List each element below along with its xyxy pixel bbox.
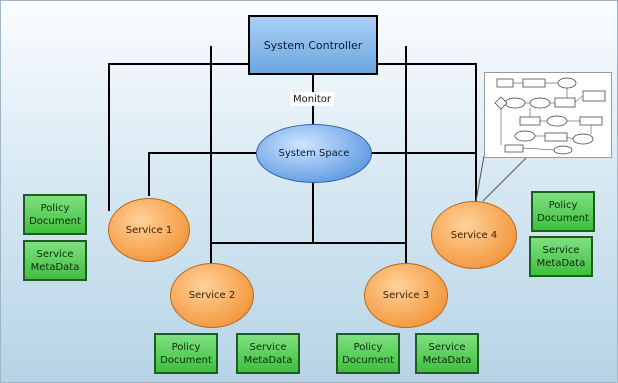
service-metadata-box: Service MetaData [23, 240, 87, 281]
monitor-label: Monitor [292, 93, 331, 105]
wire-controller-service4 [378, 63, 477, 211]
system-space-label: System Space [278, 148, 350, 159]
service-metadata-box: Service MetaData [236, 333, 300, 374]
policy-document-label: Policy Document [160, 341, 212, 366]
service-metadata-box: Service MetaData [529, 236, 593, 277]
service-4-node: Service 4 [431, 201, 517, 269]
system-controller-label: System Controller [263, 38, 363, 52]
policy-document-box: Policy Document [23, 194, 87, 235]
service-4-label: Service 4 [450, 229, 498, 241]
system-controller-box: System Controller [248, 15, 378, 75]
monitor-label-box: Monitor [290, 92, 334, 106]
policy-document-box: Policy Document [154, 333, 218, 374]
wire-controller-service1 [108, 63, 248, 211]
flowchart-thumbnail [484, 72, 612, 158]
policy-document-label: Policy Document [342, 341, 394, 366]
policy-document-box: Policy Document [531, 191, 595, 232]
wire-space-service1 [148, 152, 256, 196]
service-metadata-label: Service MetaData [422, 341, 472, 366]
service-metadata-box: Service MetaData [415, 333, 479, 374]
service-metadata-label: Service MetaData [30, 248, 80, 273]
service-3-node: Service 3 [364, 263, 448, 328]
policy-document-label: Policy Document [537, 199, 589, 224]
service-2-node: Service 2 [170, 263, 254, 328]
system-space-node: System Space [256, 124, 372, 183]
policy-document-box: Policy Document [336, 333, 400, 374]
service-1-label: Service 1 [125, 224, 173, 236]
policy-document-label: Policy Document [29, 202, 81, 227]
service-1-node: Service 1 [108, 198, 190, 262]
flowchart-thumbnail-image [494, 77, 606, 155]
service-3-label: Service 3 [382, 290, 430, 301]
service-metadata-label: Service MetaData [536, 244, 586, 269]
service-metadata-label: Service MetaData [243, 341, 293, 366]
service-2-label: Service 2 [188, 290, 236, 301]
